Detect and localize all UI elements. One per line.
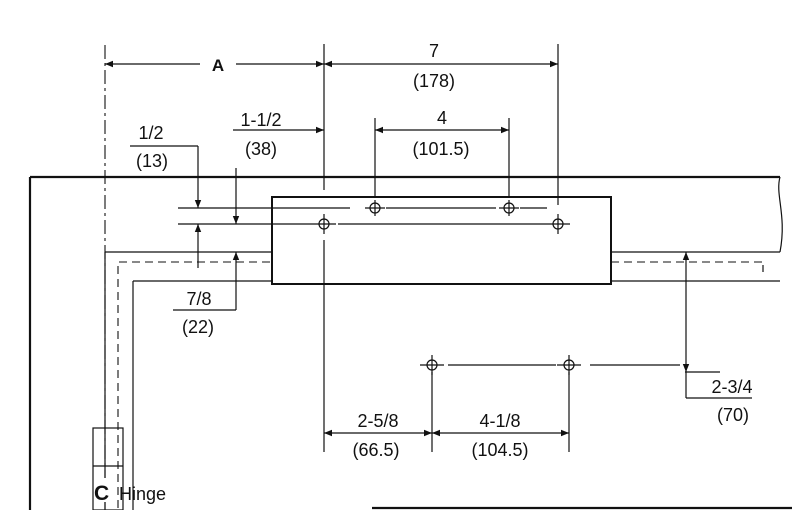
hinge-text: Hinge bbox=[119, 484, 166, 504]
dimension-7-8-metric: (22) bbox=[182, 317, 214, 337]
dimension-2-3-4: 2-3/4 (70) bbox=[682, 252, 753, 425]
centerline-symbol: C bbox=[94, 482, 109, 505]
dimension-7: 7 (178) bbox=[324, 41, 558, 91]
dimension-2-5-8-metric: (66.5) bbox=[352, 440, 399, 460]
hinge-label: C Hinge bbox=[94, 478, 166, 505]
dimension-2-5-8-imperial: 2-5/8 bbox=[357, 411, 398, 431]
mounting-hole bbox=[546, 214, 570, 234]
dimension-4-imperial: 4 bbox=[437, 108, 447, 128]
mounting-hole bbox=[365, 200, 385, 216]
dimension-a-label: A bbox=[212, 56, 224, 75]
dimension-1-2: 1/2 (13) bbox=[130, 123, 240, 224]
closer-body bbox=[271, 196, 612, 285]
dimension-4: 4 (101.5) bbox=[375, 108, 509, 159]
dimension-4-metric: (101.5) bbox=[412, 139, 469, 159]
dimension-7-metric: (178) bbox=[413, 71, 455, 91]
dimension-4-1-8-imperial: 4-1/8 bbox=[479, 411, 520, 431]
arm-hole bbox=[420, 355, 444, 375]
frame-outline bbox=[28, 175, 783, 510]
dimension-1-1-2: 1-1/2 (38) bbox=[233, 110, 324, 159]
dimension-1-1-2-imperial: 1-1/2 bbox=[240, 110, 281, 130]
hinge-graphic bbox=[92, 427, 124, 510]
arm-hole bbox=[557, 355, 581, 375]
mounting-hole bbox=[312, 214, 336, 234]
mounting-hole bbox=[499, 200, 519, 216]
dimension-4-1-8: 4-1/8 (104.5) bbox=[432, 411, 569, 460]
dimension-2-3-4-imperial: 2-3/4 bbox=[711, 377, 752, 397]
dimension-7-8-imperial: 7/8 bbox=[186, 289, 211, 309]
dimension-a: A bbox=[105, 56, 324, 75]
dimension-1-1-2-metric: (38) bbox=[245, 139, 277, 159]
dimension-4-1-8-metric: (104.5) bbox=[471, 440, 528, 460]
dimension-2-3-4-metric: (70) bbox=[717, 405, 749, 425]
dimension-2-5-8: 2-5/8 (66.5) bbox=[324, 411, 432, 460]
dimension-1-2-metric: (13) bbox=[136, 151, 168, 171]
hole-centerlines bbox=[338, 207, 680, 366]
dimension-7-imperial: 7 bbox=[429, 41, 439, 61]
dimension-1-2-imperial: 1/2 bbox=[138, 123, 163, 143]
dimension-7-8: 7/8 (22) bbox=[173, 224, 240, 337]
